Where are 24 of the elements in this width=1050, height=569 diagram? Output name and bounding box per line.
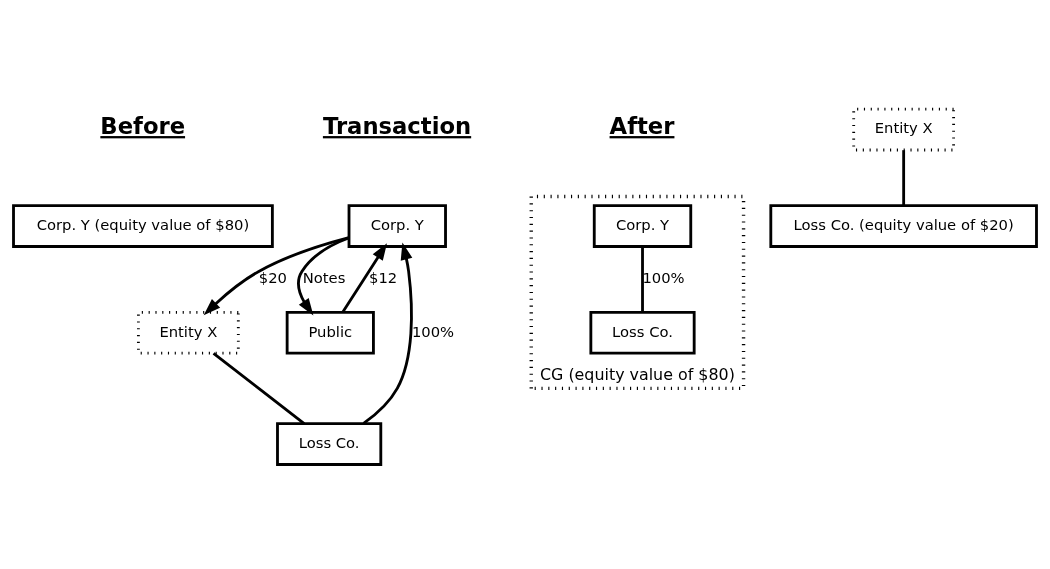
arrow — [362, 242, 413, 425]
node-box: Loss Co. (equity value of $20) — [769, 204, 1038, 248]
node-box: Loss Co. — [589, 310, 696, 355]
edge-label: $20 — [258, 269, 288, 287]
connector — [212, 352, 306, 425]
connector — [902, 150, 906, 206]
connector — [641, 246, 644, 313]
label: Before — [100, 113, 186, 140]
edge-label: 100% — [642, 269, 685, 287]
node-box: Corp. Y — [347, 204, 447, 248]
edge-label: $12 — [369, 269, 398, 287]
node-box: Public — [285, 310, 375, 355]
label: Transaction — [322, 113, 472, 140]
edge-label: Notes — [302, 269, 346, 287]
node-box: Corp. Y — [592, 204, 693, 248]
node-box: Entity X — [852, 107, 956, 152]
node-box: Entity X — [137, 310, 240, 355]
label: After — [609, 113, 675, 140]
arrow — [203, 236, 350, 316]
node-box: Corp. Y (equity value of $80) — [12, 204, 274, 248]
arrow — [341, 243, 387, 313]
node-box: Loss Co. — [276, 422, 383, 466]
edge-label: 100% — [411, 322, 455, 340]
arrow — [297, 236, 350, 316]
